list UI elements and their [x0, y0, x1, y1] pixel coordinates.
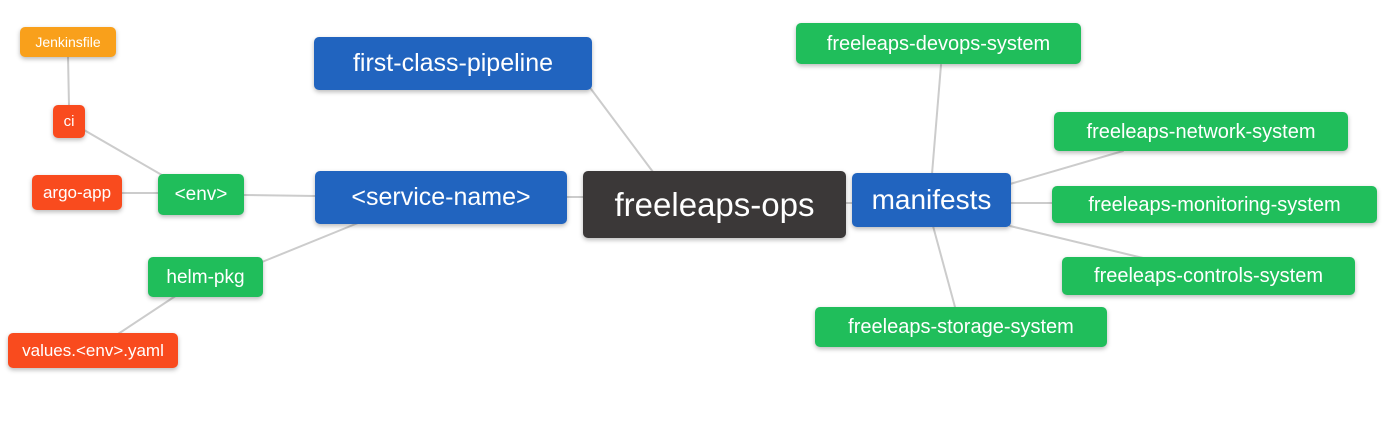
node-freeleaps-devops-system[interactable]: freeleaps-devops-system [796, 23, 1081, 64]
edge-first-class-pipeline-ops [590, 88, 654, 173]
edge-ci-env [83, 129, 168, 179]
node-freeleaps-network-system[interactable]: freeleaps-network-system [1054, 112, 1348, 151]
node-helm-pkg[interactable]: helm-pkg [148, 257, 263, 297]
node-argo-app[interactable]: argo-app [32, 175, 122, 210]
node-env[interactable]: <env> [158, 174, 244, 215]
edge-env-service-name [243, 194, 317, 197]
node-freeleaps-controls-system[interactable]: freeleaps-controls-system [1062, 257, 1355, 295]
edge-service-name-helm-pkg [261, 222, 359, 263]
edge-helm-pkg-values-env-yaml [117, 294, 178, 335]
node-ci[interactable]: ci [53, 105, 85, 138]
node-service-name[interactable]: <service-name> [315, 171, 567, 224]
node-freeleaps-storage-system[interactable]: freeleaps-storage-system [815, 307, 1107, 347]
node-manifests[interactable]: manifests [852, 173, 1011, 227]
edge-manifests-devops-system [931, 64, 942, 175]
node-jenkinsfile[interactable]: Jenkinsfile [20, 27, 116, 57]
edge-manifests-controls-system [1009, 225, 1144, 259]
node-freeleaps-monitoring-system[interactable]: freeleaps-monitoring-system [1052, 186, 1377, 223]
node-freeleaps-ops[interactable]: freeleaps-ops [583, 171, 846, 238]
node-first-class-pipeline[interactable]: first-class-pipeline [314, 37, 592, 90]
node-values-env-yaml[interactable]: values.<env>.yaml [8, 333, 178, 368]
edge-jenkinsfile-ci [67, 55, 70, 107]
edge-manifests-storage-system [932, 225, 956, 308]
edge-manifests-network-system [1009, 150, 1124, 185]
